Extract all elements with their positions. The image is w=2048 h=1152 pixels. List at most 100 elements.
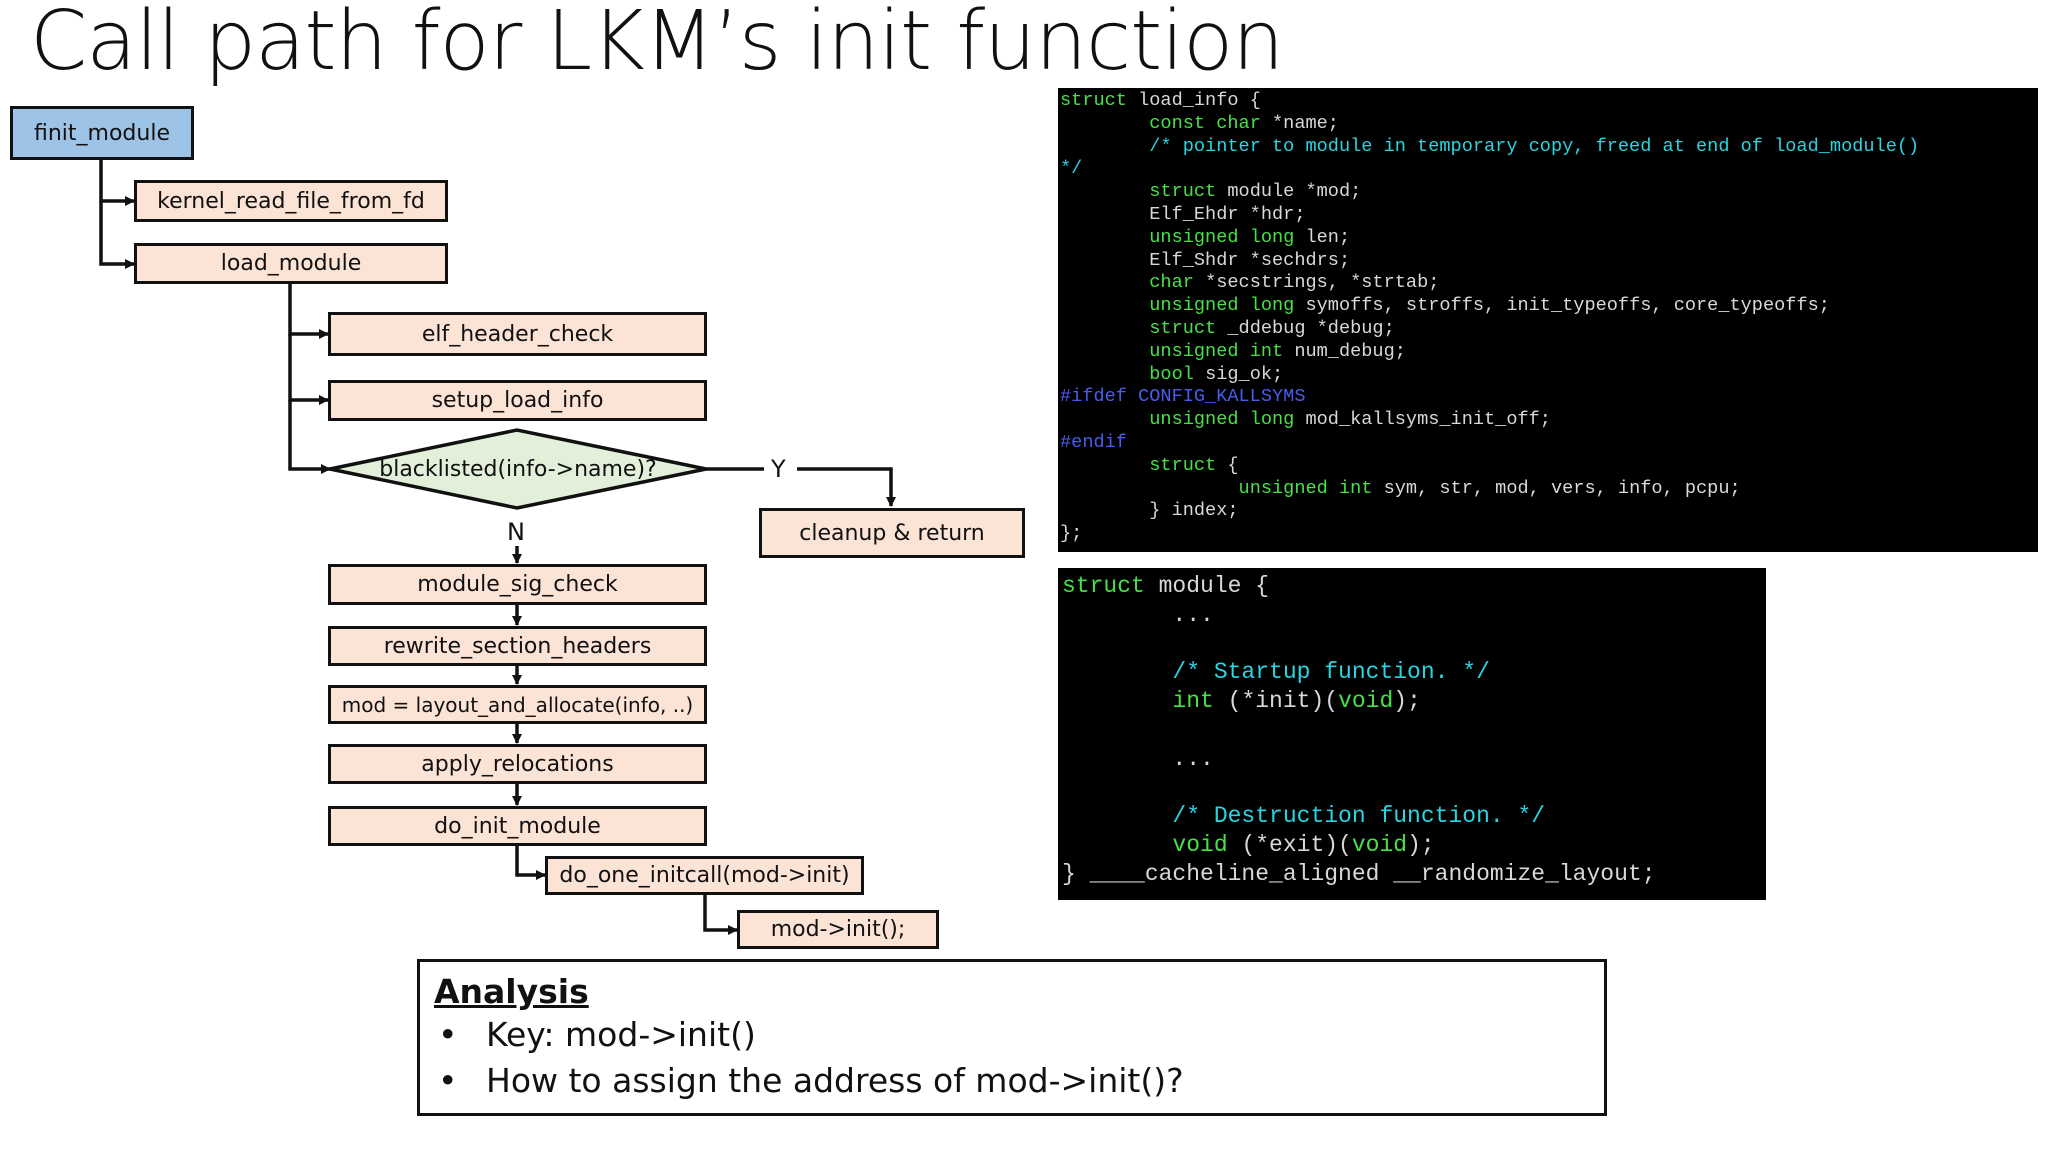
code-token: ... [1062, 601, 1214, 628]
code-line: }; [1060, 523, 2038, 546]
code-token: #ifdef CONFIG_KALLSYMS [1060, 386, 1306, 408]
code-line: */ [1060, 158, 2038, 181]
code-token: void [1351, 832, 1408, 859]
code-token: load_info { [1126, 90, 1261, 111]
code-token: module *mod; [1216, 181, 1362, 203]
code-token: unsigned long [1149, 409, 1295, 431]
analysis-box: Analysis •Key: mod->init() •How to assig… [417, 959, 1607, 1116]
code-line: } index; [1060, 500, 2038, 523]
code-token: void [1338, 688, 1394, 715]
code-panel-load-info: struct load_info { const char *name; /* … [1058, 88, 2038, 552]
code-token: }; [1060, 523, 1083, 545]
code-panel-module: struct module { ... /* Startup function.… [1058, 568, 1766, 900]
code-line: void (*exit)(void); [1062, 831, 1766, 860]
code-token: { [1216, 454, 1239, 476]
code-line: const char *name; [1060, 113, 2038, 136]
code-line: bool sig_ok; [1060, 364, 2038, 387]
code-token [1060, 455, 1149, 476]
node-mod-init-call: mod->init(); [737, 910, 939, 949]
code-token: struct [1062, 573, 1145, 599]
code-token: /* Startup function. */ [1172, 659, 1490, 686]
code-token: } ____cacheline_aligned __randomize_layo… [1062, 860, 1656, 887]
code-line: struct { [1060, 455, 2038, 478]
code-token: sym, str, mod, vers, info, pcpu; [1372, 477, 1741, 499]
analysis-bullet: •How to assign the address of mod->init(… [438, 1061, 1184, 1100]
code-token: struct [1060, 90, 1127, 111]
code-line: } ____cacheline_aligned __randomize_layo… [1062, 860, 1766, 889]
code-token [1060, 409, 1149, 430]
code-line: Elf_Shdr *sechdrs; [1060, 250, 2038, 273]
code-line: ... [1062, 745, 1766, 774]
code-token [1060, 181, 1149, 202]
code-token: symoffs, stroffs, init_typeoffs, core_ty… [1294, 295, 1830, 317]
code-token [1062, 659, 1172, 685]
code-block-load-info: struct load_info { const char *name; /* … [1060, 90, 2038, 546]
code-line: Elf_Ehdr *hdr; [1060, 204, 2038, 227]
node-rewrite-section-headers: rewrite_section_headers [328, 626, 707, 666]
code-line [1062, 774, 1766, 803]
code-token: const char [1149, 112, 1261, 134]
code-token [1060, 478, 1239, 499]
branch-label-no: N [507, 518, 525, 546]
code-line: char *secstrings, *strtab; [1060, 272, 2038, 295]
code-token: ); [1407, 832, 1435, 859]
code-token [1060, 318, 1149, 339]
code-token: mod_kallsyms_init_off; [1294, 409, 1551, 431]
code-block-module: struct module { ... /* Startup function.… [1062, 572, 1766, 889]
code-line: struct module { [1062, 572, 1766, 601]
code-token [1060, 295, 1149, 316]
code-token: unsigned int [1149, 340, 1284, 362]
slide-title: Call path for LKM’s init function [30, 0, 1284, 89]
decision-diamond [329, 428, 707, 510]
code-token [1060, 113, 1149, 134]
node-module-sig-check: module_sig_check [328, 564, 707, 605]
code-token: *secstrings, *strtab; [1193, 272, 1440, 294]
code-token: char [1149, 272, 1194, 294]
code-token [1060, 364, 1149, 385]
connector-init-module-to-initcall [515, 844, 546, 880]
code-token [1062, 688, 1172, 714]
node-load-module: load_module [134, 243, 448, 284]
node-kernel-read-file-from-fd: kernel_read_file_from_fd [134, 180, 448, 222]
code-line: /* pointer to module in temporary copy, … [1060, 136, 2038, 159]
code-line: #ifdef CONFIG_KALLSYMS [1060, 386, 2038, 409]
code-token: struct [1149, 317, 1217, 339]
code-line: /* Startup function. */ [1062, 658, 1766, 687]
code-token [1060, 272, 1149, 293]
code-token: struct [1149, 454, 1217, 476]
bullet-dot: • [438, 1015, 458, 1054]
code-token: /* Destruction function. */ [1172, 803, 1546, 830]
code-token: */ [1060, 158, 1083, 180]
code-token: unsigned long [1149, 295, 1295, 317]
code-token: len; [1294, 226, 1351, 248]
code-token [1060, 341, 1149, 362]
code-token [1062, 803, 1172, 829]
node-finit-module: finit_module [10, 106, 194, 160]
analysis-heading: Analysis [434, 972, 589, 1011]
connector-finit-to-kernel-read [99, 160, 135, 206]
code-line: unsigned int num_debug; [1060, 341, 2038, 364]
code-token: unsigned long [1149, 226, 1295, 248]
code-token [1060, 227, 1149, 248]
node-elf-header-check: elf_header_check [328, 312, 707, 356]
node-cleanup-return: cleanup & return [759, 508, 1025, 558]
code-token: Elf_Shdr *sechdrs; [1060, 249, 1351, 271]
code-token: unsigned int [1238, 477, 1373, 499]
code-token: module { [1144, 573, 1270, 599]
node-setup-load-info: setup_load_info [328, 380, 707, 421]
connector-initcall-to-mod-init [703, 893, 738, 935]
code-token: num_debug; [1283, 340, 1406, 362]
code-token: bool [1149, 363, 1194, 385]
code-token [1062, 832, 1172, 858]
code-token: (*init)( [1213, 688, 1339, 715]
code-line: #endif [1060, 432, 2038, 455]
code-line: struct _ddebug *debug; [1060, 318, 2038, 341]
code-token: int [1172, 688, 1214, 715]
analysis-bullet: •Key: mod->init() [438, 1015, 756, 1054]
node-layout-and-allocate: mod = layout_and_allocate(info, ..) [328, 685, 707, 724]
code-token: ... [1062, 745, 1214, 772]
code-token: struct [1149, 181, 1217, 203]
code-line: int (*init)(void); [1062, 687, 1766, 716]
code-line: unsigned int sym, str, mod, vers, info, … [1060, 478, 2038, 501]
